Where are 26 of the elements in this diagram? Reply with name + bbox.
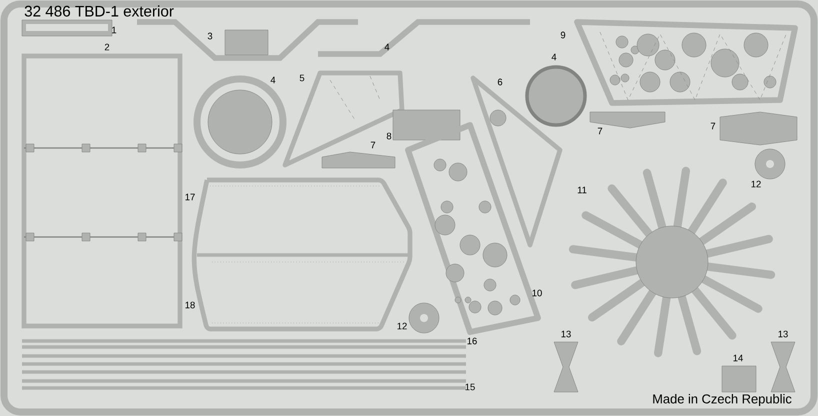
part-number: 6 xyxy=(498,78,502,86)
part-number: 10 xyxy=(532,290,542,296)
origin-note: Made in Czech Republic xyxy=(653,394,792,406)
part-number: 1 xyxy=(112,26,116,34)
part-number: 17 xyxy=(186,194,195,200)
part-number: 13 xyxy=(778,330,788,338)
part-number: 4 xyxy=(552,54,556,60)
part-number: 15 xyxy=(466,384,475,390)
title: 32 486 TBD-1 exterior xyxy=(24,5,174,17)
part-number: 8 xyxy=(386,132,392,140)
part-number: 7 xyxy=(598,128,602,134)
part-number: 9 xyxy=(560,32,566,38)
part-number: 4 xyxy=(384,44,390,50)
part-number: 2 xyxy=(104,44,110,50)
part-number: 18 xyxy=(186,302,195,308)
part-number: 14 xyxy=(734,354,743,362)
part-number: 16 xyxy=(468,338,477,344)
part-number: 12 xyxy=(398,322,407,330)
part-number: 11 xyxy=(578,186,586,194)
part-number: 4 xyxy=(270,76,276,84)
part-number: 12 xyxy=(752,180,761,188)
part-number: 5 xyxy=(300,74,304,82)
part-number: 7 xyxy=(370,142,376,148)
part-number: 7 xyxy=(710,122,716,130)
part-number: 3 xyxy=(208,32,212,40)
part-number: 13 xyxy=(562,330,571,338)
